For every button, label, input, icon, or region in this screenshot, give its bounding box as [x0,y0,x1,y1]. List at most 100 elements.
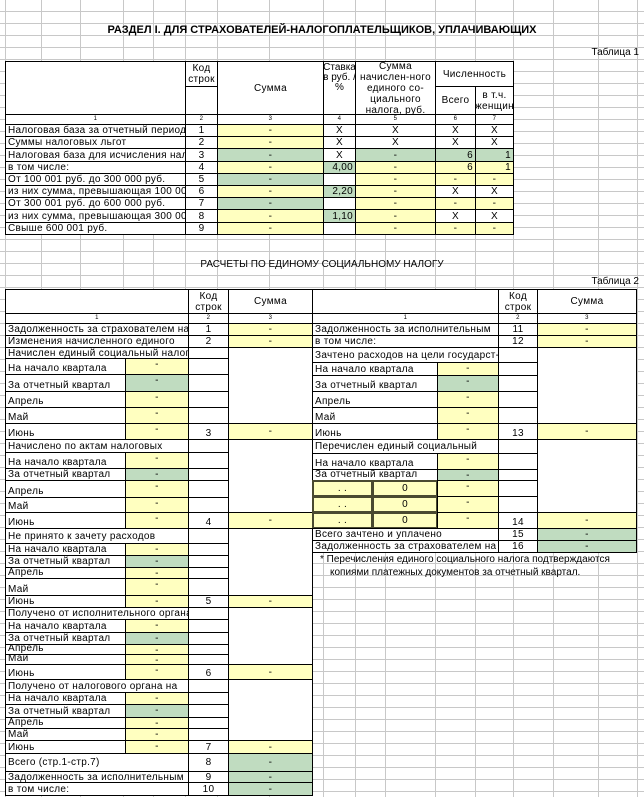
footnote-line-2: копиями платежных документов за отчетный… [330,567,581,578]
t1-value-cell[interactable]: - [475,222,514,235]
t2-code-blank [498,496,538,513]
t2-sub-value[interactable]: - [125,619,189,633]
t2-sub-value[interactable]: - [437,453,499,470]
t2-sub-label: Май [5,497,126,513]
t2-code-blank [498,347,538,363]
t1-value-cell[interactable]: 1 [475,148,514,162]
t2-value-cell[interactable]: - [228,753,313,772]
t1-header-all: Всего [435,86,476,115]
t2-sub-value[interactable]: - [437,512,499,529]
t2-sub-value[interactable]: - [437,496,499,513]
t1-value-cell: X [323,148,356,162]
t2-value-cell[interactable]: - [228,740,313,754]
t1-header-blank [185,86,218,115]
t2-mini-value[interactable]: 0 [372,480,438,497]
t2-group-label: Начислено по актам налоговых [5,439,189,453]
section-title: РАЗДЕЛ I. ДЛЯ СТРАХОВАТЕЛЕЙ-НАЛОГОПЛАТЕЛ… [107,24,537,36]
t2-header-sum: Сумма [537,289,637,314]
t2-sum-blank [537,439,637,513]
t1-value-cell[interactable]: - [355,209,436,223]
t2-group-label: Зачтено расходов на цели государст- [312,347,499,363]
t1-row-label: из них сумма, превышающая 300 000 руб. [5,209,186,223]
t1-header-sum: Сумма [217,61,324,115]
t2-sub-value[interactable]: - [437,391,499,408]
t1-header-count: Численность [435,61,514,87]
t2-sub-value[interactable]: - [125,452,189,469]
footnote-line-1: * Перечисления единого социального налог… [320,554,610,565]
t2-sub-value[interactable]: - [437,407,499,424]
t1-row-label: Налоговая база для исчисления налога за [5,148,186,162]
t2-sub-value[interactable]: - [125,512,189,529]
t2-sub-value[interactable]: - [125,391,189,408]
t2-row-label: Всего (стр.1-стр.7) [5,753,189,772]
t2-row-code: 14 [498,512,538,529]
t1-value-cell[interactable]: - [217,148,324,162]
t1-value-cell: X [435,209,476,223]
t2-group-label: Перечислен единый социальный [312,439,499,454]
t2-code-blank [498,407,538,424]
t1-value-cell [323,222,356,235]
t2-value-cell[interactable]: - [228,423,313,440]
t2-code-blank [498,453,538,470]
table2-title: РАСЧЕТЫ ПО ЕДИНОМУ СОЦИАЛЬНОМУ НАЛОГУ [200,259,444,270]
t2-group-label: Не принято к зачету расходов [5,528,189,544]
t2-sub-value[interactable]: - [437,375,499,392]
t2-row-code: 6 [188,664,229,680]
t2-sub-label: Июнь [5,423,126,440]
t1-value-cell[interactable]: 6 [435,148,476,162]
t2-sub-label: Июнь [5,512,126,529]
t2-sub-value[interactable]: - [125,578,189,596]
t2-sub-value[interactable]: - [125,358,189,375]
t1-value-cell[interactable]: - [217,222,324,235]
t2-sub-value[interactable]: - [125,664,189,680]
t2-value-cell[interactable]: - [228,782,313,796]
t2-code-blank [188,528,229,544]
t1-value-cell[interactable]: - [355,148,436,162]
t2-value-cell[interactable]: - [537,423,637,440]
t2-header-blank [5,289,189,314]
t1-value-cell[interactable]: 1 [475,161,514,174]
t1-value-cell[interactable]: - [435,222,476,235]
t2-sub-value[interactable]: - [125,497,189,513]
t2-sub-value[interactable]: - [125,423,189,440]
t2-value-cell[interactable]: - [228,512,313,529]
t2-mini-period[interactable]: . . [312,512,373,529]
t2-sub-value[interactable]: - [125,480,189,498]
t2-mini-period[interactable]: . . [312,480,373,497]
t1-row-code: 8 [185,209,218,223]
t1-value-cell[interactable]: 1,10 [323,209,356,223]
t2-row-code: 16 [498,540,538,553]
t2-sub-label: Май [5,407,126,424]
t2-sum-blank [228,439,313,513]
t2-sub-value[interactable]: - [125,740,189,754]
t2-sub-label: На начало квартала [5,358,126,375]
t2-sub-value[interactable]: - [437,362,499,376]
t1-header-tax: Сумма начислен-ного единого со-циального… [355,61,436,115]
t1-header-code: Код строк [185,61,218,87]
t2-value-cell[interactable]: - [228,664,313,680]
t2-sub-label: За отчетный квартал [312,375,438,392]
t2-mini-value[interactable]: 0 [372,496,438,513]
t2-value-cell[interactable]: - [537,540,637,553]
t2-sub-value[interactable]: - [125,407,189,424]
t2-sub-value[interactable]: - [437,423,499,440]
t1-header-rate: Ставка в руб. / % [323,61,356,115]
t2-mini-value[interactable]: 0 [372,512,438,529]
t2-sub-value[interactable]: - [437,480,499,497]
t2-sub-label: Июнь [5,664,126,680]
t2-code-blank [498,375,538,392]
t2-code-blank [188,391,229,408]
t2-sub-label: Апрель [5,480,126,498]
t1-value-cell[interactable]: - [217,209,324,223]
t2-mini-period[interactable]: . . [312,496,373,513]
t2-sub-value[interactable]: - [125,704,189,718]
t1-value-cell[interactable]: - [355,222,436,235]
t1-header-women: в т.ч. женщин [475,86,514,115]
t2-sub-value[interactable]: - [125,374,189,392]
t2-sub-label: На начало квартала [312,362,438,376]
t2-row-code: 7 [188,740,229,754]
t2-value-cell[interactable]: - [537,512,637,529]
t2-code-blank [188,619,229,633]
t2-header-blank [312,289,499,314]
